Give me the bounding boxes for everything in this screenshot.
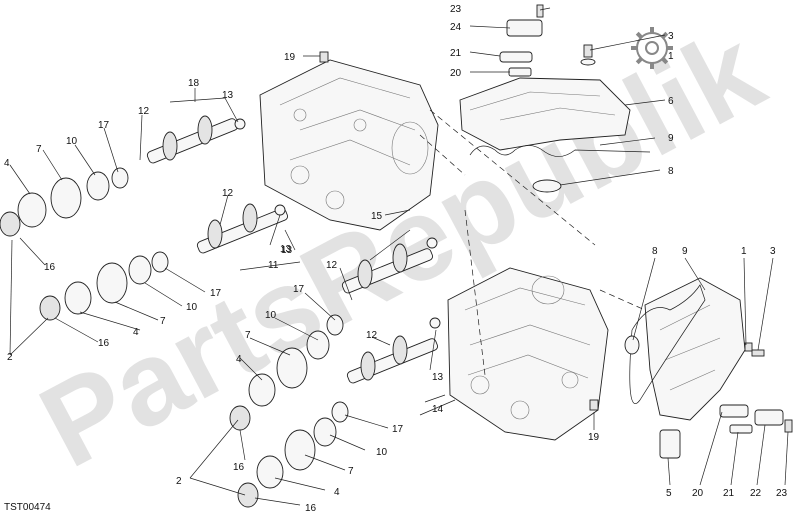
callout-label: 2	[176, 476, 182, 487]
timing-gasket	[629, 284, 706, 404]
callout-label: 3	[668, 31, 674, 42]
callout-label: 16	[233, 462, 245, 473]
callout-label: 8	[668, 166, 674, 177]
seal-ring	[532, 179, 562, 193]
camshaft-group-2	[39, 203, 288, 321]
callout-label: 5	[666, 488, 672, 499]
callout-label: 10	[66, 136, 78, 147]
callout-label: 20	[450, 68, 462, 79]
callout-label: 18	[188, 78, 200, 89]
callout-label: 4	[133, 327, 139, 338]
callout-label: 23	[776, 488, 788, 499]
callout-label: 10	[186, 302, 198, 313]
drawing-code: TST00474	[4, 502, 51, 513]
assembly-guides	[419, 109, 646, 376]
callout-label: 9	[668, 133, 674, 144]
callout-label: 4	[236, 354, 242, 365]
callout-label: 16	[44, 262, 56, 273]
callout-label: 1	[741, 246, 747, 257]
callout-label: 16	[305, 503, 317, 514]
callout-label: 23	[450, 4, 462, 15]
callout-label: 7	[160, 316, 166, 327]
callout-label: 12	[138, 106, 150, 117]
cylinder-head-upper	[259, 59, 439, 231]
callout-label: 2	[7, 352, 13, 363]
callout-label: 7	[348, 466, 354, 477]
cylinder-head-lower	[447, 267, 609, 441]
callout-label: 14	[432, 404, 444, 415]
callout-label: 21	[450, 48, 462, 59]
callout-label: 17	[98, 120, 110, 131]
callout-label: 16	[98, 338, 110, 349]
callout-label: 9	[682, 246, 688, 257]
camshaft-group-4	[237, 317, 441, 508]
camshaft-group-1	[0, 115, 246, 237]
timing-cover	[644, 277, 746, 421]
callout-label: 22	[750, 488, 762, 499]
callout-label: 15	[371, 211, 383, 222]
callout-label: 19	[588, 432, 600, 443]
callout-label: 1	[668, 51, 674, 62]
callout-label: 13	[222, 90, 234, 101]
callout-label: 13	[280, 244, 292, 255]
callout-label: 12	[222, 188, 234, 199]
callout-label: 12	[366, 330, 378, 341]
callout-label: 4	[4, 158, 10, 169]
leader-lines	[9, 7, 789, 506]
callout-label: 12	[326, 260, 338, 271]
callout-label: 7	[245, 330, 251, 341]
callout-label: 19	[284, 52, 296, 63]
valve-cover	[459, 77, 631, 151]
callout-label: 20	[692, 488, 704, 499]
callout-label: 24	[450, 22, 462, 33]
callout-label: 17	[210, 288, 222, 299]
callout-label: 4	[334, 487, 340, 498]
side-small-parts	[589, 335, 793, 459]
callout-label: 8	[652, 246, 658, 257]
callout-label: 3	[770, 246, 776, 257]
callout-label: 13	[281, 245, 293, 256]
top-fitting	[319, 4, 596, 77]
camshaft-group-3	[229, 237, 438, 431]
callout-label: 10	[265, 310, 277, 321]
callout-label: 21	[723, 488, 735, 499]
gear-icon	[631, 27, 673, 69]
cover-gasket	[469, 145, 651, 157]
callout-label: 7	[36, 144, 42, 155]
callout-label: 6	[668, 96, 674, 107]
callout-label: 13	[432, 372, 444, 383]
callout-label: 10	[376, 447, 388, 458]
callout-numbers: 23 24 21 20 19 3 1 6 9 8 18 13 12 17 10 …	[4, 4, 788, 514]
callout-label: 11	[268, 260, 279, 271]
callout-label: 17	[293, 284, 305, 295]
callout-label: 17	[392, 424, 404, 435]
